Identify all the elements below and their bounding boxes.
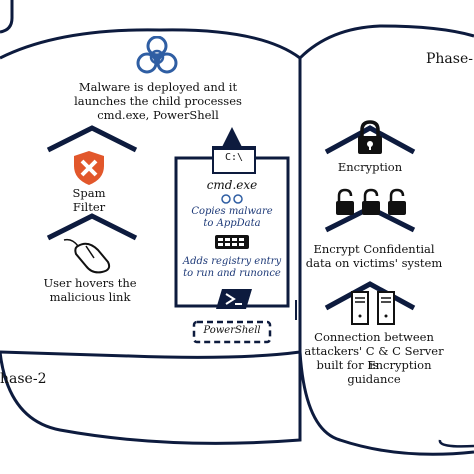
registry-line2: to run and runonce — [183, 268, 281, 279]
small-lock-3 — [388, 188, 406, 215]
shield-x-icon — [72, 150, 106, 186]
hover-text-line2: malicious link — [49, 290, 131, 304]
small-locks-group — [334, 188, 408, 218]
keyboard-icon — [214, 234, 250, 250]
registry-line1: Adds registry entry — [182, 256, 282, 267]
chevron-2 — [46, 213, 138, 241]
phase3-scroll — [298, 24, 474, 60]
conn-text-line3: built for Encryption — [316, 358, 432, 372]
terminal-icon: C:\ — [212, 146, 256, 174]
biohazard-small-icon — [220, 192, 244, 206]
copies-line1: Copies malware — [191, 206, 273, 217]
conn-text-line4: guidance — [347, 372, 401, 386]
phase2-scroll — [0, 28, 302, 359]
conn-text-line2: attackers' C & C Server is — [304, 344, 444, 372]
terminal-icon-text: C:\ — [224, 152, 244, 163]
padlock-icon — [356, 120, 384, 156]
chevron-1 — [46, 125, 138, 153]
small-lock-2 — [362, 188, 380, 215]
mouse-icon — [62, 236, 116, 274]
malware-text-line2: launches the child processes — [74, 94, 242, 108]
left-edge-curve — [0, 17, 14, 34]
powershell-icon — [214, 288, 254, 310]
chevron-5 — [324, 281, 416, 311]
powershell-dashed-box — [192, 320, 272, 344]
encrypt-text-line1: Encrypt Confidential — [313, 242, 435, 256]
cmd-label: cmd.exe — [206, 178, 258, 192]
server-icon — [348, 290, 398, 326]
phase3-bottom — [298, 351, 474, 456]
chevron-3 — [324, 125, 416, 155]
spam-filter-line2: Filter — [72, 200, 106, 214]
hover-text-line1: User hovers the — [43, 276, 137, 290]
spam-filter-line1: Spam — [72, 186, 106, 200]
small-lock-1 — [336, 188, 354, 215]
encryption-label: Encryption — [337, 160, 403, 174]
phase3-right-edge — [438, 439, 474, 448]
phase2-label: hase-2 — [0, 371, 47, 387]
phase2-bottom — [0, 351, 302, 445]
powershell-label: PowerShell — [203, 325, 261, 336]
malware-text-line3: cmd.exe, PowerShell — [97, 108, 219, 122]
malware-text-line1: Malware is deployed and it — [78, 80, 238, 94]
copies-line2: to AppData — [203, 218, 261, 229]
biohazard-icon — [135, 36, 179, 76]
conn-text-line1: Connection between — [314, 330, 434, 344]
phase3-label: Phase- — [426, 51, 473, 67]
encrypt-text-line2: data on victims' system — [305, 256, 443, 270]
